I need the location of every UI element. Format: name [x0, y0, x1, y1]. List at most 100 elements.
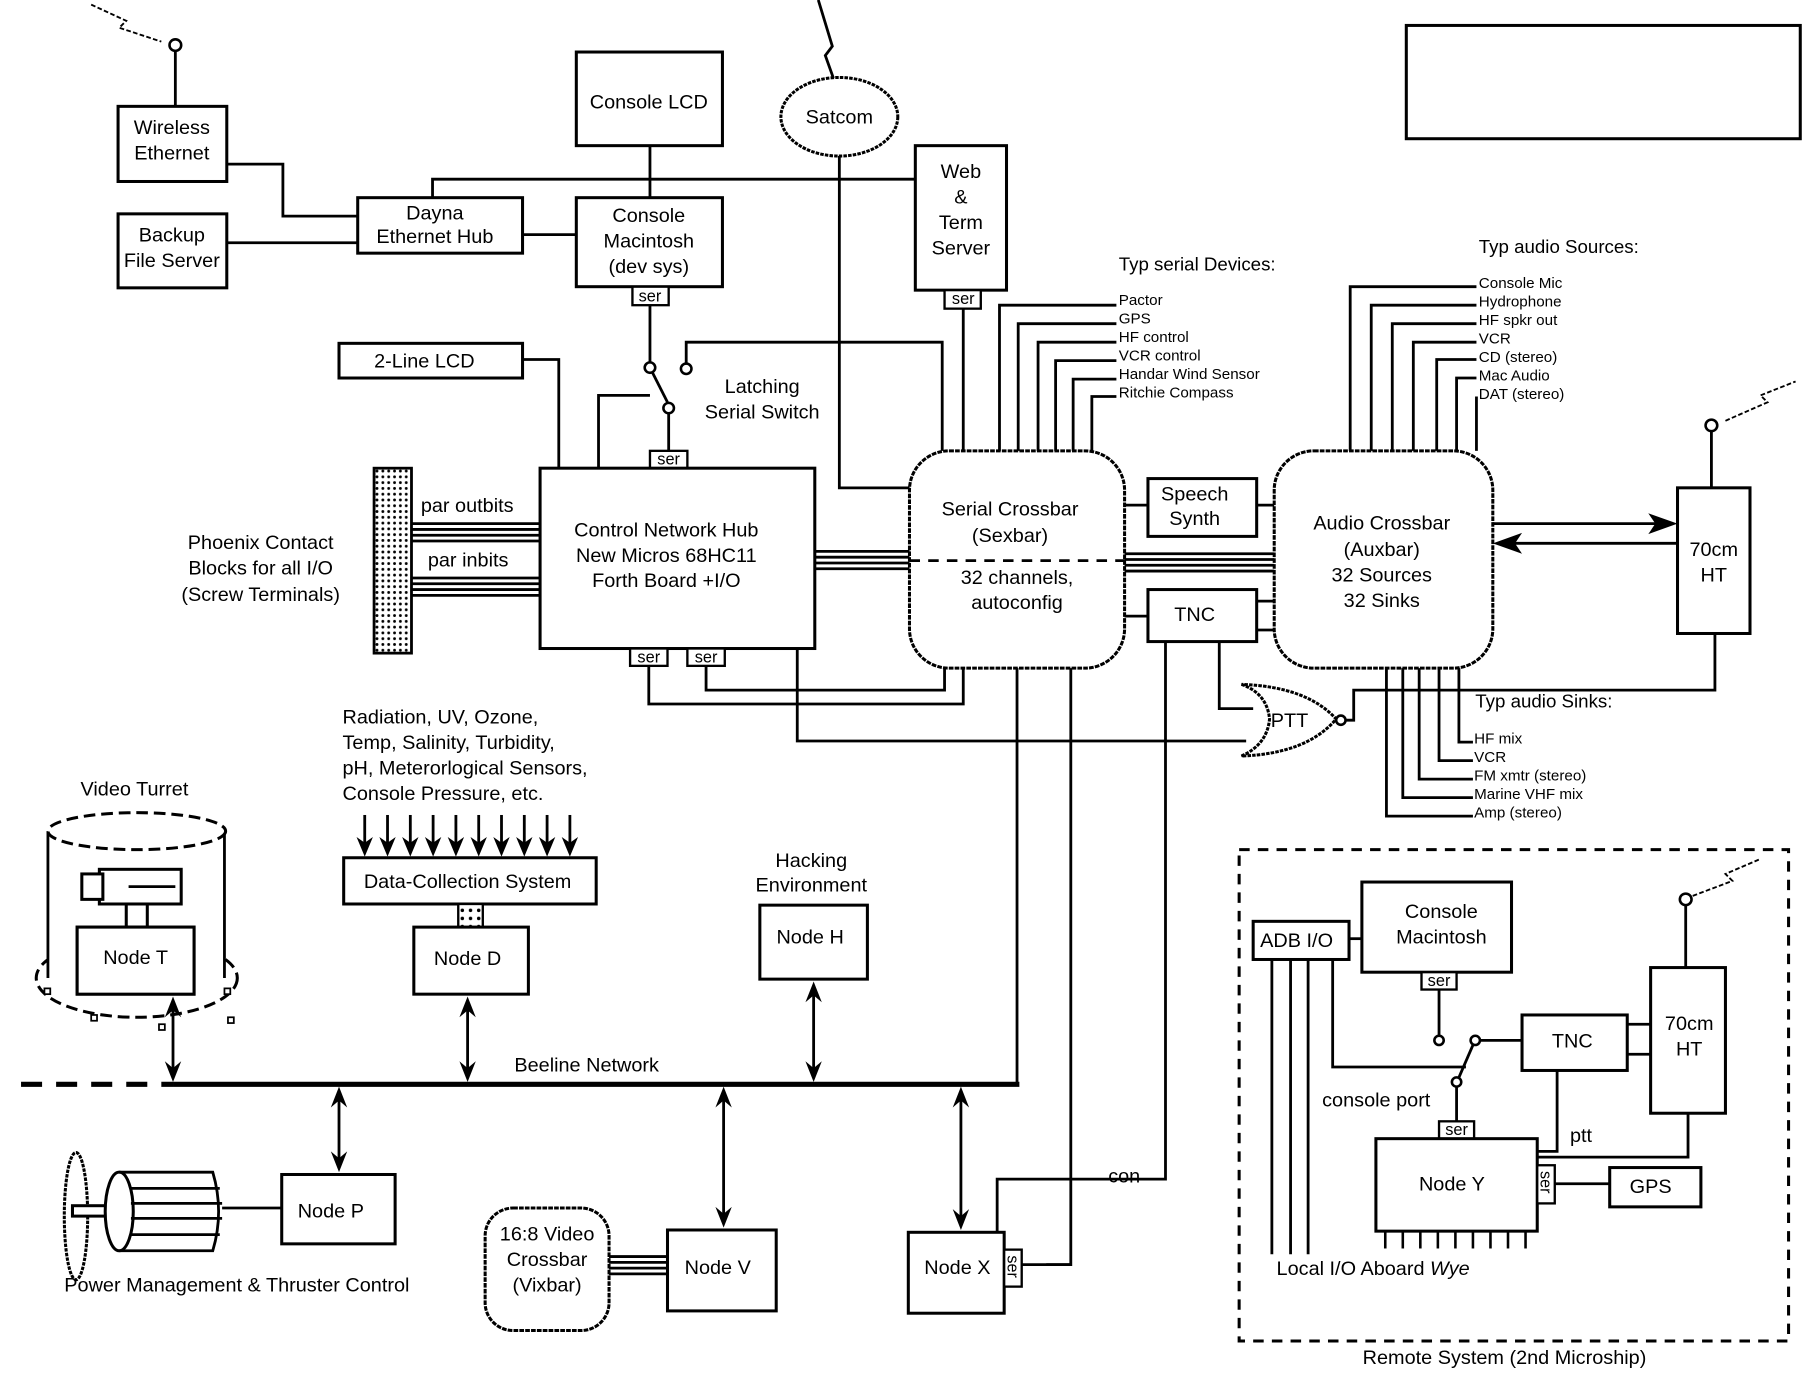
- audio-source-item: CD (stereo): [1479, 349, 1558, 366]
- remote-tnc-box[interactable]: [1520, 1013, 1629, 1072]
- ser-port-label: ser: [1428, 972, 1451, 990]
- ptt-gate[interactable]: [1240, 682, 1339, 758]
- beeline-links: [164, 981, 970, 1230]
- ser-port-label: ser: [1004, 1255, 1022, 1278]
- audio-sink-item: Marine VHF mix: [1474, 786, 1583, 803]
- remote-console-mac-box[interactable]: [1360, 880, 1514, 974]
- auxbar-label-1: Audio Crossbar: [1313, 513, 1450, 535]
- serial-device-wires: [998, 303, 1117, 451]
- web-term-label-1: Web: [941, 161, 981, 183]
- web-term-label-4: Server: [932, 237, 991, 259]
- node-y-box[interactable]: [1374, 1137, 1539, 1233]
- tnc-box[interactable]: [1146, 588, 1259, 644]
- ht-antenna-icon: [1704, 380, 1796, 488]
- arrow-up-icon: [952, 1086, 970, 1108]
- switch-lever[interactable]: [651, 371, 669, 403]
- remote-ht-label-2: HT: [1676, 1039, 1702, 1061]
- latching-switch-label-1: Latching: [725, 376, 800, 398]
- wire: [1345, 633, 1717, 722]
- node-d-box[interactable]: [412, 925, 530, 996]
- audio-sources-heading: Typ audio Sources:: [1479, 236, 1639, 257]
- node-y-label: Node Y: [1419, 1174, 1485, 1196]
- two-line-lcd-box[interactable]: [337, 341, 525, 380]
- console-mac-label-2: Macintosh: [604, 230, 695, 252]
- serial-device-item: Pactor: [1119, 292, 1163, 309]
- arrow-down-icon: [538, 836, 556, 857]
- backup-file-server-label-2: File Server: [124, 250, 220, 272]
- serial-devices-heading: Typ serial Devices:: [1119, 254, 1276, 275]
- audio-sink-wires: [1385, 668, 1473, 818]
- node-x-label: Node X: [924, 1257, 990, 1279]
- arrow-down-icon: [805, 1061, 822, 1083]
- node-h-label: Node H: [776, 926, 843, 948]
- wire: [704, 665, 946, 692]
- wire: [1537, 1070, 1559, 1153]
- remote-antenna-icon: [1678, 858, 1761, 968]
- audio-sink-item: VCR: [1474, 749, 1506, 766]
- ser-port-label: ser: [639, 288, 662, 306]
- arrow-down-icon: [493, 836, 510, 857]
- wire: [431, 177, 916, 198]
- phoenix-label-1: Phoenix Contact: [188, 532, 334, 554]
- wireless-ethernet-box[interactable]: [116, 104, 229, 183]
- control-network-hub-box[interactable]: [538, 466, 817, 651]
- node-p-box[interactable]: [280, 1172, 397, 1246]
- vixbar-box[interactable]: [483, 1206, 611, 1333]
- local-io-italic: Wye: [1430, 1258, 1470, 1280]
- audio-source-item: DAT (stereo): [1479, 386, 1565, 403]
- audio-crossbar-box[interactable]: [1272, 449, 1495, 670]
- node-h-box[interactable]: [758, 903, 869, 981]
- wire: [837, 156, 910, 490]
- console-mac-label-1: Console: [612, 205, 685, 227]
- wireless-ethernet-label-1: Wireless: [134, 117, 210, 139]
- vixbar-label-2: Crossbar: [507, 1249, 588, 1271]
- node-v-label: Node V: [685, 1257, 752, 1279]
- audio-source-item: VCR: [1479, 330, 1511, 347]
- hacking-env-label-1: Hacking: [775, 850, 847, 872]
- wire: [647, 665, 965, 706]
- connector-block: [457, 902, 484, 929]
- antenna-icon: [90, 3, 183, 107]
- local-io-prefix: Local I/O Aboard: [1277, 1258, 1430, 1280]
- remote-console-mac-label-1: Console: [1405, 901, 1478, 923]
- serial-device-item: HF control: [1119, 329, 1189, 346]
- serial-device-item: GPS: [1119, 311, 1151, 328]
- arrow-up-icon: [164, 996, 182, 1018]
- control-hub-label-3: Forth Board +I/O: [592, 570, 740, 592]
- thruster-icon: [62, 1151, 223, 1282]
- tnc-label: TNC: [1174, 604, 1215, 626]
- sexbar-auxbar-bus: [1124, 552, 1275, 573]
- wire: [226, 162, 358, 218]
- par-inbits-bus: [411, 576, 541, 597]
- web-term-server-box[interactable]: [913, 144, 1009, 292]
- arrow-up-icon: [805, 981, 822, 1003]
- ht-label-2: HT: [1701, 565, 1727, 587]
- remote-gps-box[interactable]: [1608, 1166, 1703, 1209]
- speech-synth-label-2: Synth: [1169, 508, 1220, 530]
- remote-ht-box[interactable]: [1649, 966, 1727, 1115]
- node-v-box[interactable]: [665, 1228, 778, 1313]
- adb-io-box[interactable]: [1251, 919, 1351, 961]
- backup-file-server-box[interactable]: [116, 212, 229, 290]
- switch-lever[interactable]: [1457, 1044, 1475, 1078]
- serial-crossbar-box[interactable]: [907, 449, 1127, 670]
- control-hub-label-2: New Micros 68HC11: [576, 545, 757, 567]
- sensor-arrows: [356, 814, 579, 857]
- ptt-invert-bubble: [1334, 714, 1347, 727]
- serial-device-item: Ritchie Compass: [1119, 385, 1234, 402]
- con-label: con: [1108, 1166, 1140, 1188]
- arrow-up-icon: [459, 996, 476, 1018]
- switch-contact: [679, 362, 693, 376]
- ht-70cm-box[interactable]: [1675, 486, 1752, 635]
- vixbar-label-1: 16:8 Video: [500, 1223, 595, 1245]
- node-t-box[interactable]: [75, 925, 196, 996]
- video-turret-icon: [34, 811, 239, 1031]
- dayna-hub-box[interactable]: [356, 196, 525, 255]
- ser-port-label: ser: [1445, 1121, 1468, 1139]
- ptt-remote-label: ptt: [1570, 1125, 1593, 1147]
- phoenix-label-2: Blocks for all I/O: [188, 558, 333, 580]
- phoenix-terminal-strip: [372, 466, 413, 655]
- wire: [995, 641, 1167, 1233]
- speech-synth-box[interactable]: [1146, 477, 1259, 538]
- serial-device-item: VCR control: [1119, 348, 1201, 365]
